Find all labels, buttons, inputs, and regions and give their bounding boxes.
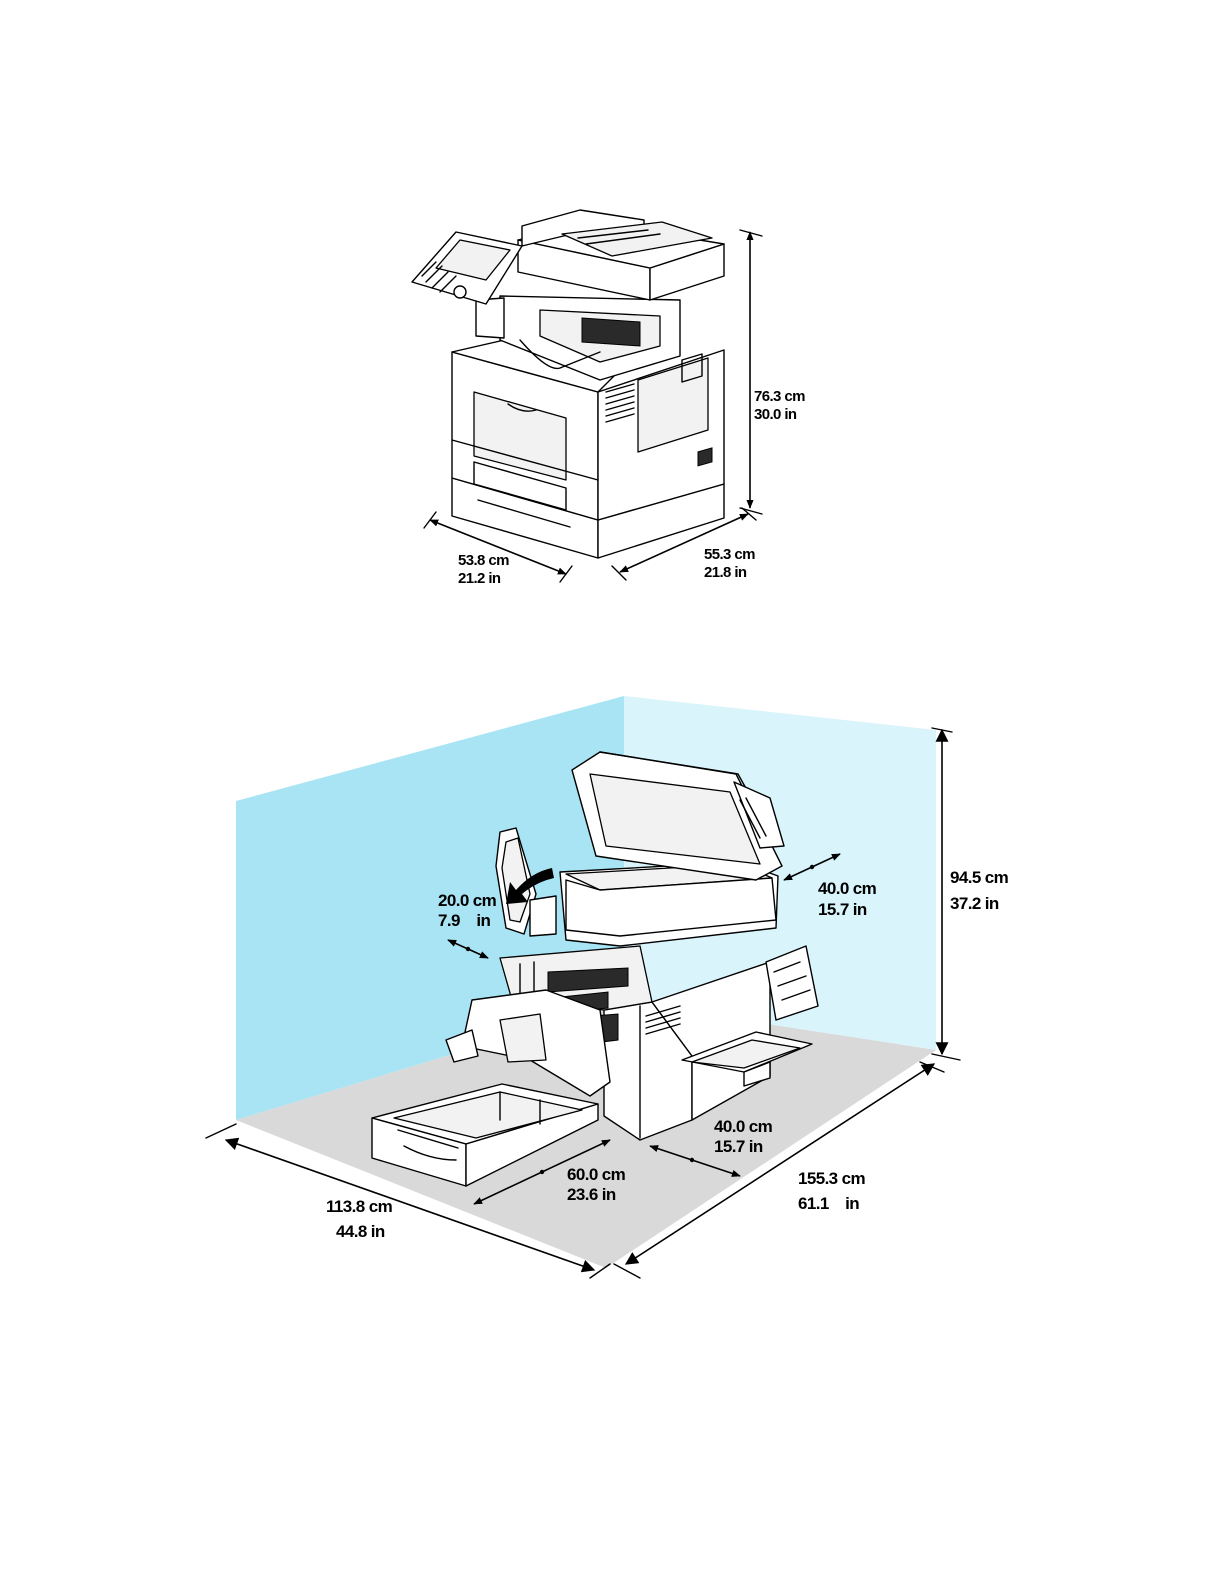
fig1-height-cm: 76.3 cm (754, 388, 805, 405)
right-clearance-in: 15.7 in (714, 1137, 763, 1156)
total-depth-in: 61.1 in (798, 1194, 859, 1213)
left-clearance-in: 7.9 in (438, 911, 490, 930)
rear-clearance-cm: 40.0 cm (818, 879, 877, 898)
right-clearance-cm: 40.0 cm (714, 1117, 773, 1136)
fig2-height-cm: 94.5 cm (950, 868, 1009, 887)
total-width-cm: 113.8 cm (326, 1197, 393, 1216)
front-clearance-in: 23.6 in (567, 1185, 616, 1204)
rear-clearance-in: 15.7 in (818, 900, 867, 919)
front-clearance-cm: 60.0 cm (567, 1165, 626, 1184)
fig1-depth-cm: 55.3 cm (704, 546, 755, 563)
printer-closed-icon (412, 210, 724, 558)
left-clearance-cm: 20.0 cm (438, 891, 497, 910)
fig1-width-in: 21.2 in (458, 570, 501, 587)
fig1-depth-in: 21.8 in (704, 564, 747, 581)
fig1-width-cm: 53.8 cm (458, 552, 509, 569)
fig1-height-in: 30.0 in (754, 406, 797, 423)
fig2-height-in: 37.2 in (950, 894, 999, 913)
total-depth-cm: 155.3 cm (798, 1169, 866, 1188)
total-width-in: 44.8 in (336, 1222, 385, 1241)
